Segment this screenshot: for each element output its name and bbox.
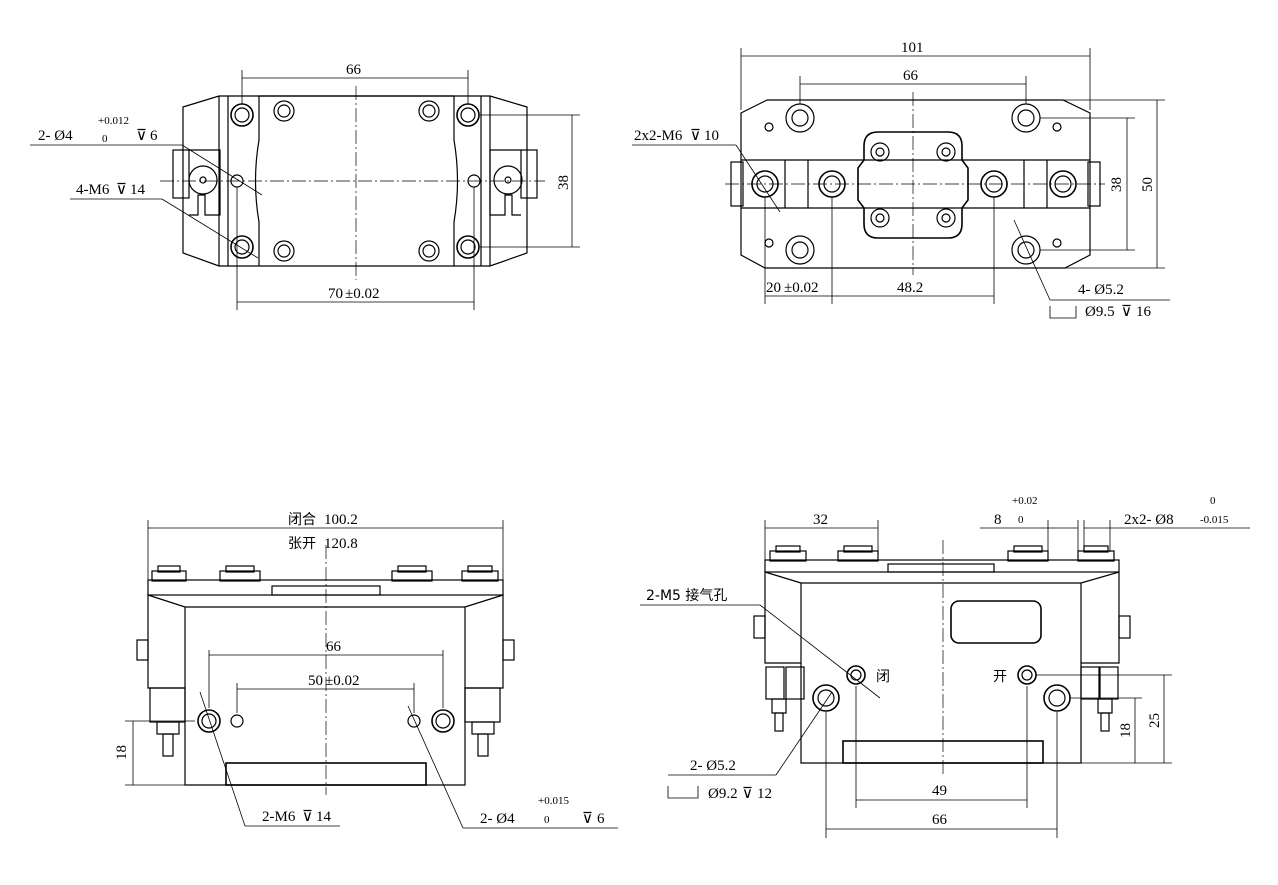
br-dim-8-tol-upper: +0.02 xyxy=(1012,495,1037,507)
tl-pin-depth-symbol: ⊽ xyxy=(136,128,147,144)
tr-dim-20: 20 xyxy=(766,280,781,296)
bl-tap-note: 2-M6 xyxy=(262,809,296,825)
tl-dim-70-tol: ±0.02 xyxy=(345,286,379,302)
tr-tap-depth-symbol: ⊽ xyxy=(690,128,701,144)
tl-dim-38: 38 xyxy=(556,175,572,190)
bl-closed-label: 闭合 xyxy=(288,512,316,528)
bottom-right-view: 闭 开 32 8 +0.02 0 2x2- Ø8 0 -0.015 2-M5 接… xyxy=(640,495,1250,838)
tl-tap-depth-symbol: ⊽ xyxy=(116,182,127,198)
tl-tap-note: 4-M6 xyxy=(76,182,110,198)
bl-dim-18: 18 xyxy=(114,745,130,760)
tl-pin-tol-upper: +0.012 xyxy=(98,115,129,127)
top-right-view: 101 66 38 50 20 ±0.02 48.2 2x2-M6 ⊽ 10 4… xyxy=(632,40,1170,320)
br-air-note: 2-M5 接气孔 xyxy=(646,587,727,604)
bl-pin-note: 2- Ø4 xyxy=(480,811,515,827)
bl-pin-tol-lower: 0 xyxy=(544,814,550,826)
tr-dim-48-2: 48.2 xyxy=(897,280,923,296)
bl-open-value: 120.8 xyxy=(324,536,358,552)
tr-cbore-depth: 16 xyxy=(1136,304,1152,320)
tr-cbore-depth-symbol: ⊽ xyxy=(1121,304,1132,320)
tl-threaded-holes xyxy=(230,100,480,262)
bl-dim-50-tol: ±0.02 xyxy=(325,673,359,689)
br-dim-8: 8 xyxy=(994,512,1002,528)
tl-dim-66: 66 xyxy=(346,62,362,78)
bl-dim-50: 50 xyxy=(308,673,323,689)
top-left-view: 66 38 70 ±0.02 2- Ø4 +0.012 0 ⊽ 6 4-M6 ⊽… xyxy=(30,62,580,310)
bl-pin-depth: 6 xyxy=(597,811,605,827)
br-hole-note: 2- Ø5.2 xyxy=(690,758,736,774)
bl-open-label: 张开 xyxy=(288,536,316,552)
tr-tap-note: 2x2-M6 xyxy=(634,128,683,144)
br-dim-66: 66 xyxy=(932,812,948,828)
br-body-outline xyxy=(764,571,1120,764)
br-dim-32: 32 xyxy=(813,512,828,528)
bl-body-outline xyxy=(147,594,504,786)
bl-pin-tol-upper: +0.015 xyxy=(538,795,569,807)
tr-dim-101: 101 xyxy=(901,40,924,56)
br-pin-tol-upper: 0 xyxy=(1210,495,1216,507)
br-label-open: 开 xyxy=(993,669,1007,685)
bl-closed-value: 100.2 xyxy=(324,512,358,528)
tl-dim-70: 70 xyxy=(328,286,343,302)
br-cbore-note: Ø9.2 xyxy=(708,786,738,802)
tr-dim-38: 38 xyxy=(1109,177,1125,192)
bottom-left-view: 闭合 100.2 张开 120.8 66 50 ±0.02 18 2-M6 ⊽ … xyxy=(114,512,618,829)
br-bosses xyxy=(769,545,1115,573)
tr-dim-66: 66 xyxy=(903,68,919,84)
br-dim-8-tol-lower: 0 xyxy=(1018,514,1024,526)
tl-pin-tol-lower: 0 xyxy=(102,133,108,145)
tr-body-outline xyxy=(740,99,1091,269)
br-dim-49: 49 xyxy=(932,783,947,799)
bl-tap-depth: 14 xyxy=(316,809,332,825)
tr-center-plate xyxy=(857,131,969,239)
bl-dim-66: 66 xyxy=(326,639,342,655)
br-label-close: 闭 xyxy=(876,669,890,685)
br-pin-note: 2x2- Ø8 xyxy=(1124,512,1174,528)
br-dim-25: 25 xyxy=(1147,713,1163,728)
tl-pin-depth: 6 xyxy=(150,128,158,144)
br-pin-tol-lower: -0.015 xyxy=(1200,514,1229,526)
tr-cbore-note: Ø9.5 xyxy=(1085,304,1115,320)
tr-hole-note: 4- Ø5.2 xyxy=(1078,282,1124,298)
tl-tap-depth: 14 xyxy=(130,182,146,198)
tr-tap-depth: 10 xyxy=(704,128,719,144)
br-cbore-depth: 12 xyxy=(757,786,772,802)
bl-tap-depth-symbol: ⊽ xyxy=(302,809,313,825)
bl-pin-depth-symbol: ⊽ xyxy=(582,811,593,827)
tl-pin-note: 2- Ø4 xyxy=(38,128,73,144)
tr-dim-50: 50 xyxy=(1140,177,1156,192)
br-dim-18: 18 xyxy=(1118,723,1134,738)
br-window-slot xyxy=(950,600,1042,644)
br-cbore-depth-symbol: ⊽ xyxy=(742,786,753,802)
tr-dim-20-tol: ±0.02 xyxy=(784,280,818,296)
